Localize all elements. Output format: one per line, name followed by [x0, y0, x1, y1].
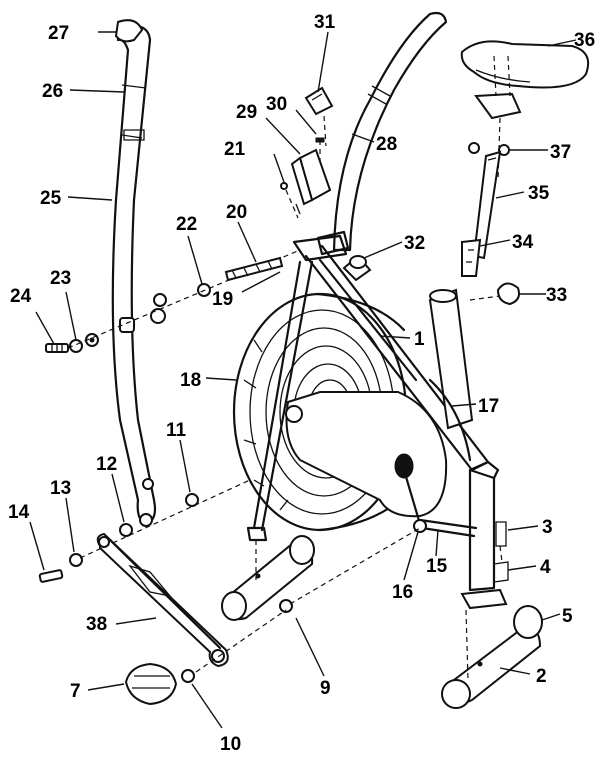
pivot-axle	[224, 182, 301, 282]
callout-labels: 27 26 25 24 23 22 20 21 19 29 30 31 28 3…	[8, 12, 595, 755]
callout-22: 22	[176, 214, 197, 235]
callout-27: 27	[48, 23, 69, 44]
callout-26: 26	[42, 81, 63, 102]
seat-assembly	[460, 40, 590, 306]
callout-12: 12	[96, 454, 117, 475]
callout-28: 28	[376, 134, 397, 155]
callout-25: 25	[40, 188, 62, 209]
callout-16: 16	[392, 582, 413, 603]
callout-38: 38	[86, 614, 107, 635]
callout-21: 21	[224, 139, 246, 160]
callout-23: 23	[50, 268, 71, 289]
callout-36: 36	[574, 30, 595, 51]
rear-stabilizer	[441, 521, 543, 709]
callout-24: 24	[10, 286, 32, 307]
callout-3: 3	[542, 517, 553, 538]
callout-35: 35	[528, 183, 550, 204]
callout-2: 2	[536, 666, 547, 687]
callout-18: 18	[180, 370, 201, 391]
callout-1: 1	[414, 329, 425, 350]
callout-30: 30	[266, 94, 287, 115]
callout-34: 34	[512, 232, 534, 253]
callout-33: 33	[546, 285, 567, 306]
callout-13: 13	[50, 478, 71, 499]
callout-29: 29	[236, 102, 257, 123]
callout-32: 32	[404, 233, 425, 254]
front-stabilizer	[221, 535, 315, 621]
callout-15: 15	[426, 556, 448, 577]
seat-post-clamp	[290, 86, 334, 206]
callout-10: 10	[220, 734, 241, 755]
callout-19: 19	[212, 289, 233, 310]
callout-14: 14	[8, 502, 30, 523]
callout-7: 7	[70, 681, 81, 702]
callout-11: 11	[166, 420, 187, 441]
callout-20: 20	[226, 202, 247, 223]
main-frame	[246, 11, 508, 610]
callout-31: 31	[314, 12, 336, 33]
callout-17: 17	[478, 396, 499, 417]
callout-9: 9	[320, 678, 331, 699]
chain-guard	[285, 378, 472, 533]
callout-4: 4	[540, 557, 551, 578]
left-handlebar	[111, 19, 157, 527]
callout-5: 5	[562, 606, 573, 627]
callout-leaders	[29, 31, 577, 729]
callout-37: 37	[550, 142, 571, 163]
pedal-arm	[38, 479, 421, 706]
